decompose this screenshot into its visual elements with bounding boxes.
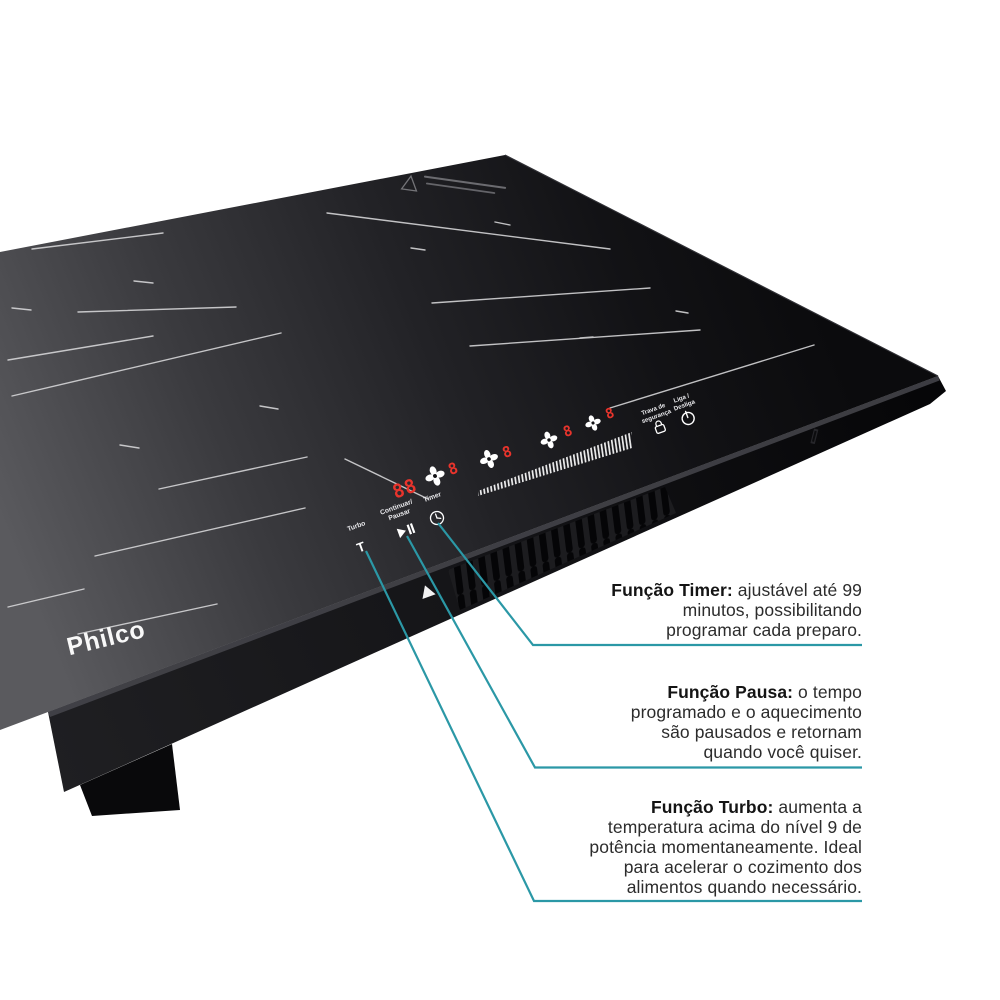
callout-body-line: programar cada preparo. xyxy=(666,620,862,640)
play-pause-icon xyxy=(396,523,416,539)
triangle-marker-icon xyxy=(422,585,436,600)
warning-triangle-icon xyxy=(400,174,418,192)
callout-lines xyxy=(365,522,862,903)
callout-body-line: programado e o aquecimento xyxy=(630,702,862,722)
callout-body: aumenta a xyxy=(773,797,862,817)
callout-body: o tempo xyxy=(793,682,862,702)
power-slider xyxy=(478,432,632,496)
warning-text-line xyxy=(425,182,496,194)
callout-title: Função Turbo: xyxy=(650,797,774,817)
callout-line-turbo xyxy=(365,550,862,903)
warning-text-line xyxy=(423,175,507,189)
warning-label xyxy=(400,174,507,194)
callout-turbo-text: Função Turbo: aumenta a temperatura acim… xyxy=(502,797,862,897)
callout-body-line: temperatura acima do nível 9 de xyxy=(607,817,862,837)
callout-body-line: minutos, possibilitando xyxy=(682,600,862,620)
callout-body-line: quando você quiser. xyxy=(703,742,862,762)
callout-body-line: são pausados e retornam xyxy=(661,722,862,742)
callout-body-line: alimentos quando necessário. xyxy=(626,877,862,897)
glass-front-edge xyxy=(48,376,940,717)
glass-back-right-edge xyxy=(504,154,939,377)
callout-body-line: para acelerar o cozimento dos xyxy=(623,857,862,877)
burner-zone-markings xyxy=(7,212,815,635)
callout-title: Função Timer: xyxy=(611,580,733,600)
vent-grille xyxy=(448,487,676,610)
callout-body-line: potência momentaneamente. Ideal xyxy=(589,837,862,857)
callout-timer-text: Função Timer: ajustável até 99 minutos, … xyxy=(502,580,862,640)
power-icon xyxy=(681,410,695,426)
callout-body: ajustável até 99 xyxy=(732,580,862,600)
cooktop-foot xyxy=(80,744,180,816)
lock-icon xyxy=(654,420,666,434)
callout-line-pausa xyxy=(406,535,862,769)
callout-title: Função Pausa: xyxy=(667,682,794,702)
glass-surface xyxy=(0,155,938,730)
body-slot-detail xyxy=(810,428,819,445)
callout-line-timer xyxy=(437,522,862,647)
callout-pausa-text: Função Pausa: o tempo programado e o aqu… xyxy=(502,682,862,762)
